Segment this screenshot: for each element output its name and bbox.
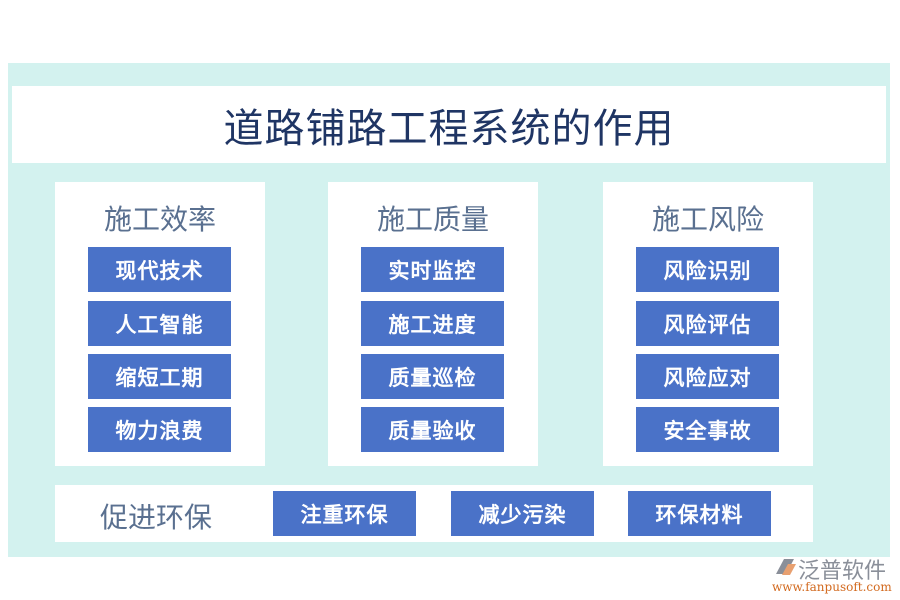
logo-url: www.fanpusoft.com (772, 580, 892, 594)
column-risk: 施工风险 风险识别 风险评估 风险应对 安全事故 (603, 182, 813, 466)
item-box: 现代技术 (88, 247, 231, 292)
page-title: 道路铺路工程系统的作用 (223, 105, 675, 152)
column-heading: 施工效率 (103, 203, 216, 236)
row-heading: 促进环保 (100, 501, 213, 534)
item-box: 风险评估 (636, 301, 779, 346)
item-box: 质量验收 (361, 407, 504, 452)
column-efficiency: 施工效率 现代技术 人工智能 缩短工期 物力浪费 (55, 182, 265, 466)
column-quality: 施工质量 实时监控 施工进度 质量巡检 质量验收 (328, 182, 538, 466)
column-heading: 施工风险 (651, 203, 764, 236)
environment-row: 促进环保 注重环保 减少污染 环保材料 (55, 485, 813, 542)
item-box: 风险识别 (636, 247, 779, 292)
item-box: 减少污染 (451, 491, 594, 536)
column-heading: 施工质量 (376, 203, 489, 236)
item-box: 注重环保 (273, 491, 416, 536)
item-box: 风险应对 (636, 354, 779, 399)
logo-icon (776, 559, 796, 575)
item-box: 人工智能 (88, 301, 231, 346)
item-box: 实时监控 (361, 247, 504, 292)
item-box: 安全事故 (636, 407, 779, 452)
fanpusoft-logo: 泛普软件 www.fanpusoft.com (770, 553, 895, 598)
item-box: 施工进度 (361, 301, 504, 346)
item-box: 质量巡检 (361, 354, 504, 399)
item-box: 环保材料 (628, 491, 771, 536)
logo-name: 泛普软件 (798, 559, 887, 584)
item-box: 物力浪费 (88, 407, 231, 452)
title-box: 道路铺路工程系统的作用 (12, 86, 886, 163)
item-box: 缩短工期 (88, 354, 231, 399)
